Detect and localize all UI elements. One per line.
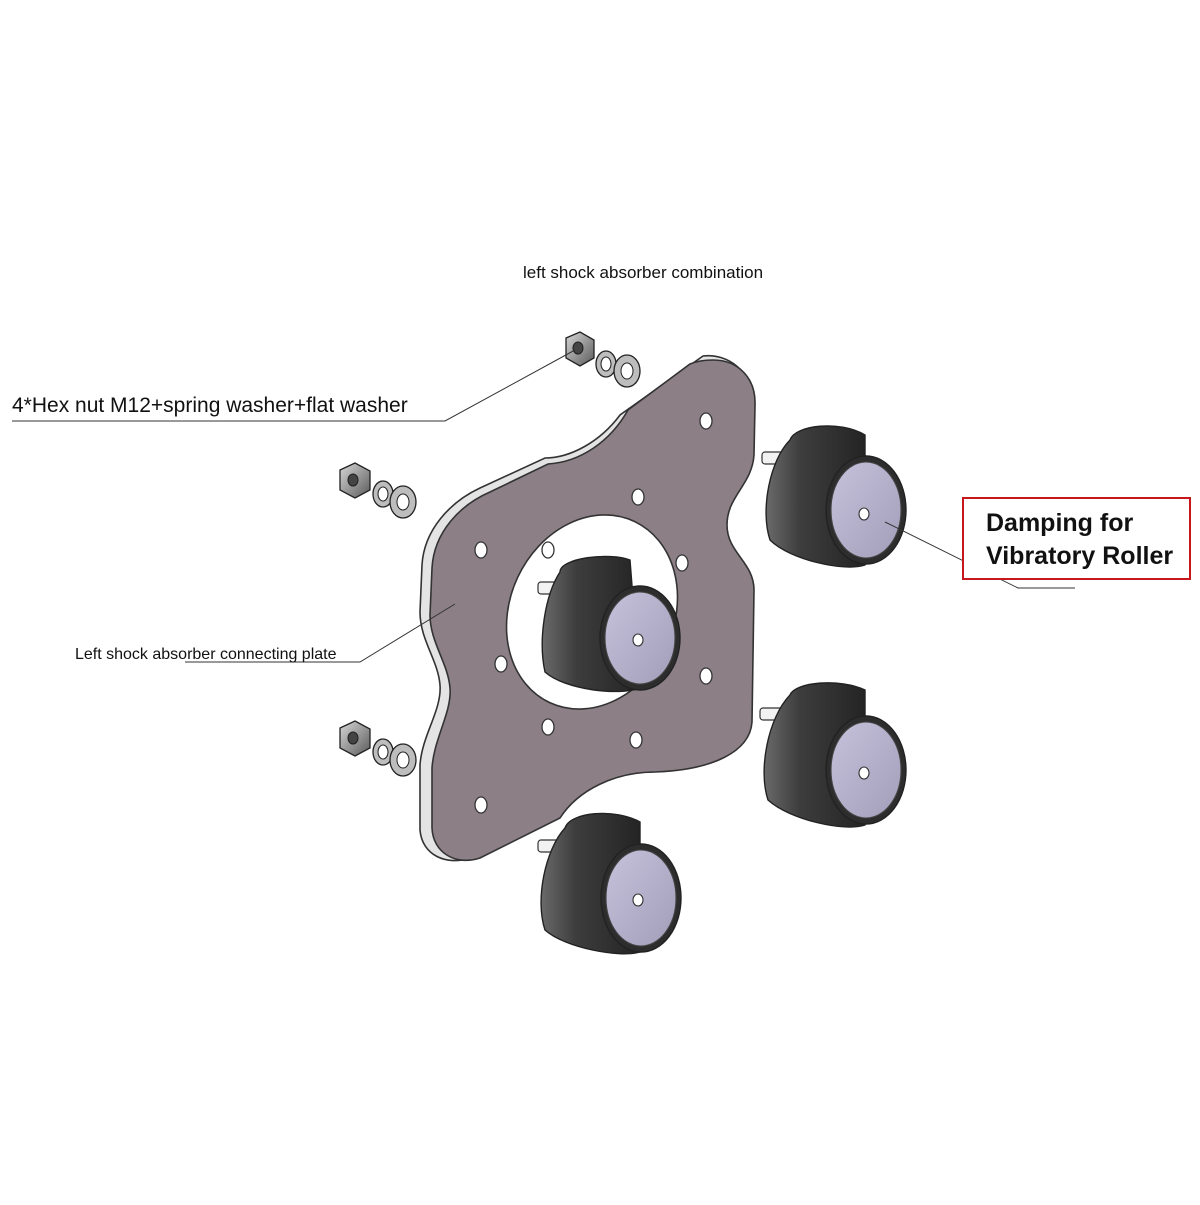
damping-callout-line2: Vibratory Roller	[986, 542, 1174, 570]
plate-bolt-holes	[474, 412, 713, 814]
damping-callout-line1: Damping for	[986, 509, 1134, 537]
fastener-set-top	[565, 331, 641, 388]
leader-hex-nut	[12, 349, 576, 422]
leader-lines	[12, 349, 1075, 663]
fastener-set-middle	[339, 462, 417, 519]
leader-plate	[185, 603, 456, 663]
damping-callout-box: Damping for Vibratory Roller	[962, 497, 1191, 580]
rubber-damper-bottom-right	[759, 682, 907, 828]
rubber-damper-top-right	[761, 425, 907, 568]
rubber-damper-bottom	[537, 812, 682, 955]
hex-nut-callout: 4*Hex nut M12+spring washer+flat washer	[12, 394, 408, 417]
plate-callout: Left shock absorber connecting plate	[75, 646, 337, 663]
leader-damping	[884, 521, 1075, 589]
diagram-title: left shock absorber combination	[523, 263, 764, 282]
fastener-set-bottom	[339, 720, 417, 777]
rubber-damper-center	[537, 555, 681, 693]
